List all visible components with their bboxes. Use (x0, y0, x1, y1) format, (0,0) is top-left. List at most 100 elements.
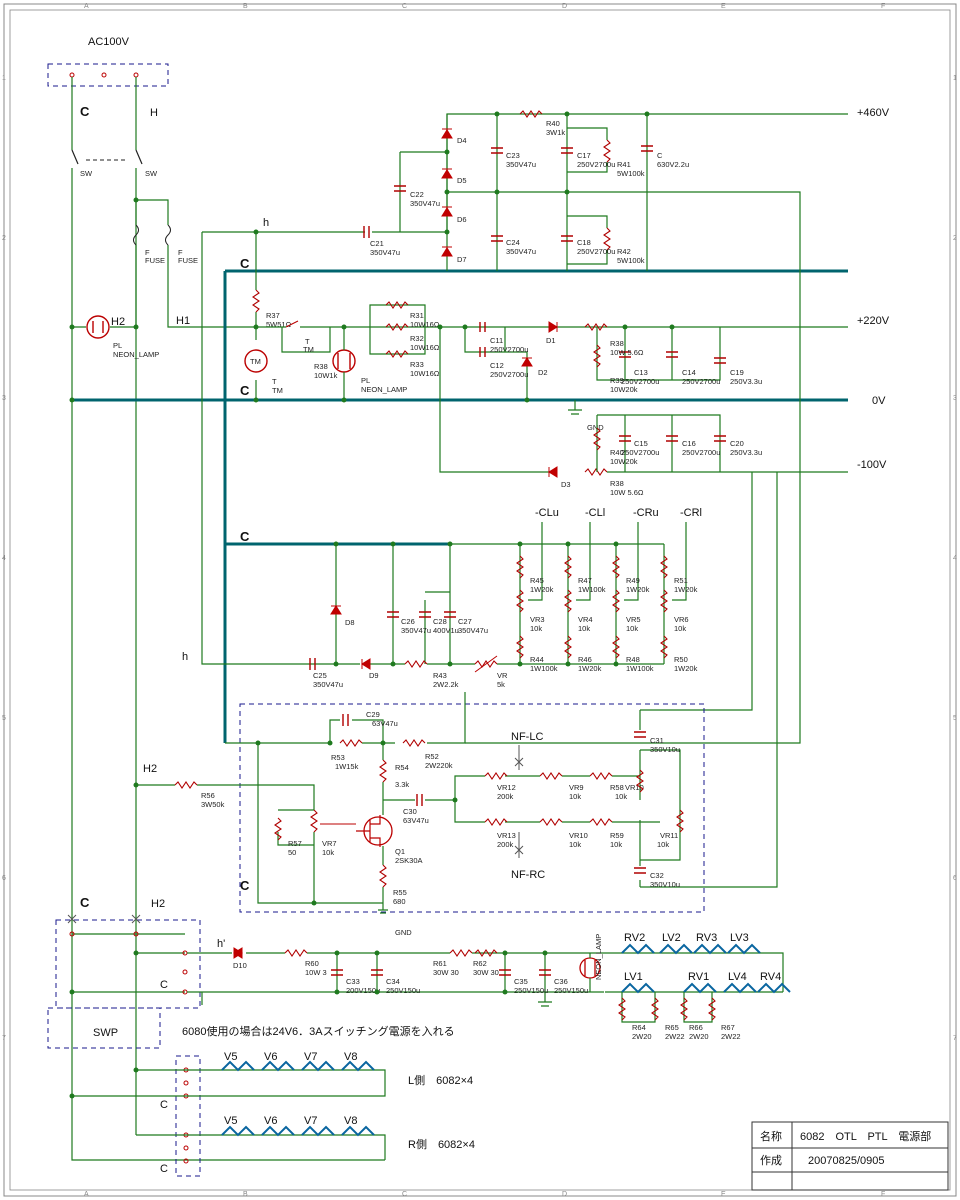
r43-ref: R43 (433, 671, 447, 680)
junction-dot (390, 541, 396, 547)
resistor-r37 (252, 289, 260, 313)
cap-c11-c12 (479, 322, 486, 357)
neon-lamp-electrodes (92, 321, 104, 333)
c36-ref: C36 (554, 977, 568, 986)
d5-label: D5 (457, 176, 467, 185)
heater-pin (133, 931, 139, 937)
c-label-lside: C (160, 1099, 168, 1111)
r37-ref: R37 (266, 311, 280, 320)
heater-coil-rv4 (757, 982, 791, 994)
c33-ref: C33 (346, 977, 360, 986)
r43-value: 2W2.2k (433, 680, 459, 689)
resistor-r59 (589, 818, 613, 826)
heater-coils-top (621, 943, 761, 955)
ac-pin (101, 72, 107, 78)
grid-col-b: B (243, 3, 248, 10)
heater-v5-r-label: V5 (224, 1115, 237, 1127)
r56-ref: R56 (201, 791, 215, 800)
grid-row-4-right: 4 (953, 555, 957, 562)
heater-rv4-label: RV4 (760, 971, 781, 983)
r56-vr7-wire (136, 784, 315, 903)
r38b-value: 10W 5.6Ω (610, 348, 644, 357)
bleeder-wires (567, 127, 608, 265)
junction-dot (253, 324, 259, 330)
fuse-symbols (133, 224, 171, 246)
junction-dot (374, 989, 380, 995)
heater-lv3-label: LV3 (730, 932, 749, 944)
grid-col-c: C (402, 3, 407, 10)
resistor-r61 (449, 949, 473, 957)
resistor-r60 (284, 949, 308, 957)
lr-connector-pins (183, 1067, 189, 1164)
r66-value: 2W20 (689, 1032, 709, 1041)
junction-dot (494, 189, 500, 195)
junction-dot (327, 740, 333, 746)
r65-value: 2W22 (665, 1032, 685, 1041)
grid-col-a: A (84, 3, 89, 10)
grid-row-3: 3 (2, 395, 6, 402)
d8-label: D8 (345, 618, 355, 627)
r33-ref: R33 (410, 360, 424, 369)
c24-ref: C24 (506, 238, 520, 247)
out-crl-label: -CRl (680, 507, 702, 519)
tm-symbol: TM (250, 357, 261, 366)
cap-c-630v (641, 145, 653, 152)
c14-value: 250V2700u (682, 377, 720, 386)
r52-ref: R52 (425, 752, 439, 761)
rail-m100v-label: -100V (857, 459, 887, 471)
r57-value: 50 (288, 848, 296, 857)
nf-lc-label: NF-LC (511, 731, 543, 743)
gnd-symbol (568, 400, 582, 415)
r38-ref: R38 (314, 362, 328, 371)
h-prime-label: h' (217, 938, 225, 950)
heater-coil-v6-r (261, 1125, 295, 1137)
heater-balance-wires (621, 992, 713, 1023)
heater-coil-lv2 (659, 943, 693, 955)
diode-icon (548, 466, 558, 478)
c-label-rside: C (160, 1163, 168, 1175)
vr7-value: 10k (322, 848, 334, 857)
heater-pin (182, 969, 188, 975)
c29-loop-wire (329, 719, 384, 743)
c36-value: 250V150u (554, 986, 588, 995)
r40b-value: 10W20k (610, 457, 638, 466)
vr5-ref: VR5 (626, 615, 641, 624)
r31-ref: R31 (410, 311, 424, 320)
heater-v7-r-label: V7 (304, 1115, 317, 1127)
nf-ladder-wires (454, 775, 660, 823)
c21-value: 350V47u (370, 248, 400, 257)
junction-dot (255, 740, 261, 746)
pl2-neon: NEON_LAMP (361, 385, 407, 394)
c27-value: 350V47u (458, 626, 488, 635)
h1-label: H1 (176, 315, 190, 327)
c32-ref: C32 (650, 871, 664, 880)
neon-lamp-electrodes (584, 960, 596, 976)
diode-icon (521, 357, 533, 367)
junction-dot (69, 397, 75, 403)
r38-value: 10W1k (314, 371, 338, 380)
ac-connector-box (47, 63, 169, 87)
junction-dot (390, 661, 396, 667)
junction-dot (565, 541, 571, 547)
resistor-r43 (404, 660, 428, 668)
r31-r33-parallel (369, 304, 848, 355)
cap-c13-c14-c19 (619, 351, 726, 364)
h-label-lower: h (182, 651, 188, 663)
grid-row-2-right: 2 (953, 235, 957, 242)
r55-value: 680 (393, 897, 406, 906)
junction-dot (564, 189, 570, 195)
resistor-r56 (174, 781, 198, 789)
r38-loop-wire (281, 327, 331, 353)
c26-ref: C26 (401, 617, 415, 626)
grid-row-5: 5 (2, 715, 6, 722)
cap-c29 (342, 714, 349, 726)
junction-dot (494, 111, 500, 117)
junction-dot (253, 229, 259, 235)
pot-vr10 (539, 818, 563, 826)
c30-value: 63V47u (403, 816, 429, 825)
sheet-inner-border (9, 9, 951, 1191)
c25-ref: C25 (313, 671, 327, 680)
neg-supply-feed-wire (439, 327, 550, 473)
c-label-nf: C (240, 878, 250, 893)
swp-label: SWP (93, 1027, 118, 1039)
